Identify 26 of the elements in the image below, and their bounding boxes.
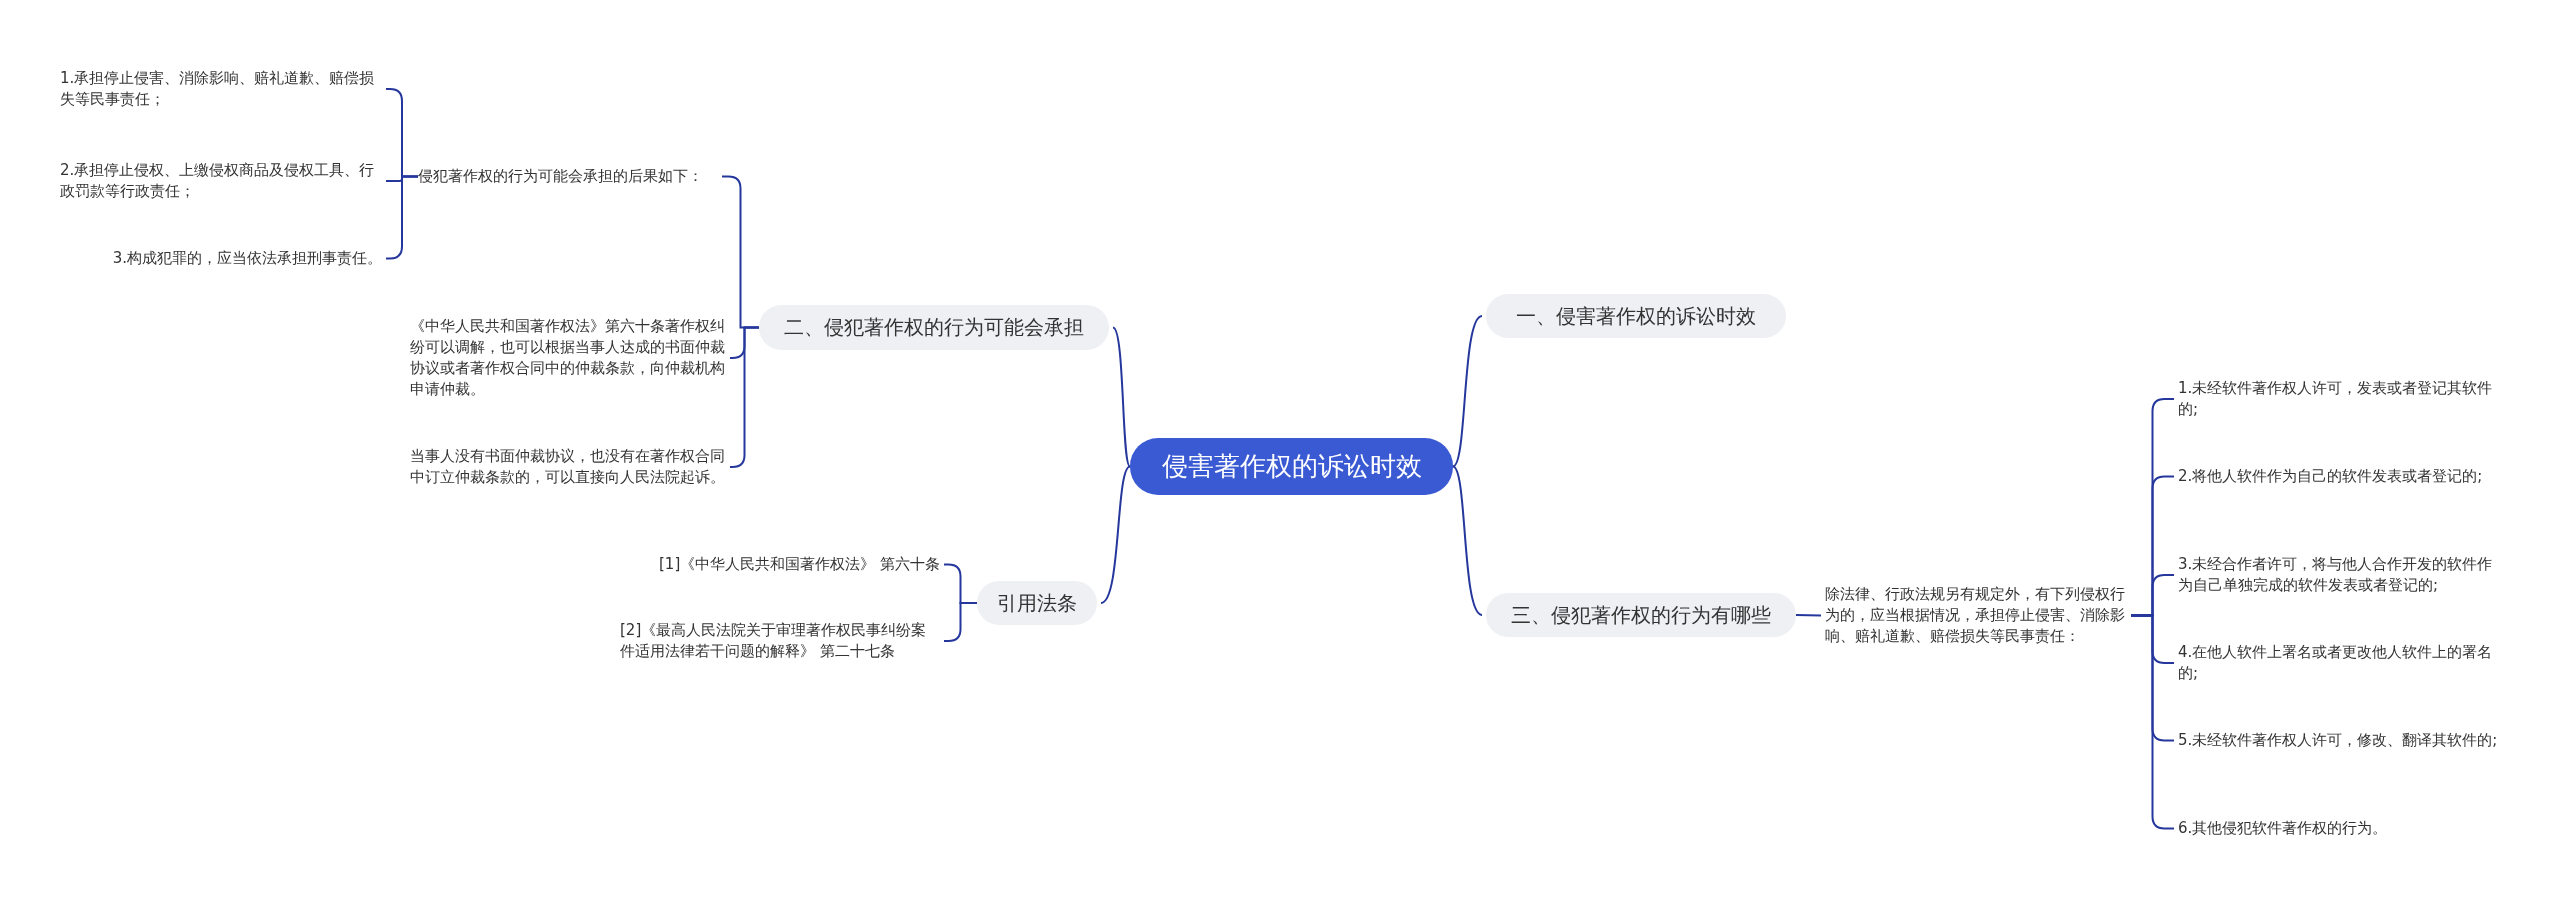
connector-line	[943, 602, 978, 642]
topic-text: [1]《中华人民共和国著作权法》 第六十条	[600, 554, 940, 575]
central-topic: 侵害著作权的诉讼时效	[1130, 438, 1453, 495]
topic-pill: 二、侵犯著作权的行为可能会承担	[759, 305, 1109, 350]
connector-line	[1100, 465, 1131, 604]
topic-text: 2.将他人软件作为自己的软件发表或者登记的;	[2178, 466, 2498, 487]
connector-line	[1452, 315, 1483, 468]
topic-pill: 一、侵害著作权的诉讼时效	[1486, 294, 1786, 338]
topic-text: 3.构成犯罪的，应当依法承担刑事责任。	[60, 248, 382, 269]
topic-text: 5.未经软件著作权人许可，修改、翻译其软件的;	[2178, 730, 2498, 751]
connector-line	[1112, 326, 1131, 468]
topic-text: [2]《最高人民法院关于审理著作权民事纠纷案件适用法律若干问题的解释》 第二十七条	[620, 620, 940, 662]
topic-text: 3.未经合作者许可，将与他人合作开发的软件作为自己单独完成的软件发表或者登记的;	[2178, 554, 2498, 596]
topic-text: 当事人没有书面仲裁协议，也没有在著作权合同中订立仲裁条款的，可以直接向人民法院起诉。	[410, 446, 726, 488]
topic-text: 2.承担停止侵权、上缴侵权商品及侵权工具、行政罚款等行政责任；	[60, 160, 382, 202]
connector-line	[1795, 614, 1822, 617]
topic-text: 侵犯著作权的行为可能会承担的后果如下：	[418, 166, 718, 187]
topic-text: 除法律、行政法规另有规定外，有下列侵权行为的，应当根据情况，承担停止侵害、消除影响、赔礼道歉、赔偿损失等民事责任：	[1825, 584, 2131, 647]
connector-line	[1452, 465, 1483, 616]
topic-text: 1.承担停止侵害、消除影响、赔礼道歉、赔偿损失等民事责任；	[60, 68, 382, 110]
topic-text: 6.其他侵犯软件著作权的行为。	[2178, 818, 2498, 839]
topic-text: 4.在他人软件上署名或者更改他人软件上的署名的;	[2178, 642, 2498, 684]
topic-text: 1.未经软件著作权人许可，发表或者登记其软件的;	[2178, 378, 2498, 420]
topic-pill: 引用法条	[977, 581, 1097, 625]
topic-text: 《中华人民共和国著作权法》第六十条著作权纠纷可以调解，也可以根据当事人达成的书面仲裁协议或者著作权合同中的仲裁条款，向仲裁机构申请仲裁。	[410, 316, 726, 400]
topic-pill: 三、侵犯著作权的行为有哪些	[1486, 593, 1796, 637]
